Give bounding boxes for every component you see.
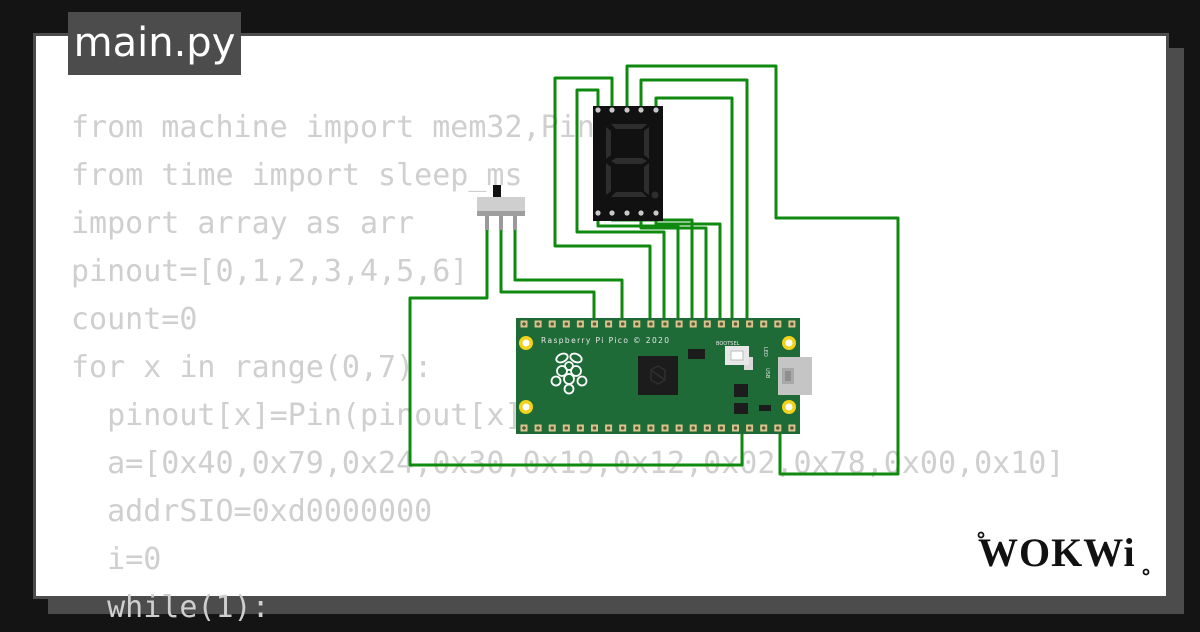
board-pin-hole <box>705 322 710 326</box>
code-line: from machine import mem32,Pin <box>71 110 595 145</box>
segment-dp <box>651 191 659 199</box>
chip-logo-icon <box>650 365 666 385</box>
segment-a <box>611 124 647 129</box>
code-line: import array as arr <box>71 206 415 241</box>
board-brand-text: Raspberry Pi Pico © 2020 <box>541 336 670 345</box>
segment-c <box>644 163 649 195</box>
wire <box>654 214 722 322</box>
wire <box>654 96 734 322</box>
board-pin-hole <box>663 322 667 326</box>
board-pin-hole <box>677 322 681 326</box>
code-line: i=0 <box>71 542 162 577</box>
board-pin-hole <box>550 426 554 430</box>
display-pins-top <box>595 107 659 113</box>
board-pin-hole <box>776 322 780 326</box>
board-pin-hole <box>606 322 611 326</box>
logo-text: WOKWi <box>978 530 1136 575</box>
seven-segment-display <box>593 106 663 221</box>
switch-pin <box>513 216 517 230</box>
segment-f <box>606 127 611 159</box>
wire <box>408 228 744 467</box>
pico-board: Raspberry Pi Pico © 2020 BOOTSEL LED USB <box>516 318 812 434</box>
board-pin-hole <box>761 322 766 326</box>
board-pin-hole <box>536 426 540 430</box>
board-pin-hole <box>649 426 653 430</box>
board-pin-hole <box>578 426 583 430</box>
board-pin-hole <box>747 426 752 430</box>
switch-pin <box>499 216 503 230</box>
board-pin-hole <box>705 426 710 430</box>
board-pin-hole <box>620 426 625 430</box>
board-pin-hole <box>663 426 667 430</box>
code-line: addrSIO=0xd0000000 <box>71 494 433 529</box>
code-preview: from machine import mem32,Pin from time i… <box>71 104 1064 632</box>
board-pin-hole <box>522 322 526 326</box>
display-segments <box>606 124 659 199</box>
wire <box>553 76 652 322</box>
filename-tab[interactable]: main.py <box>68 12 241 75</box>
board-pin-hole <box>790 322 794 326</box>
usb-label: USB <box>764 368 770 379</box>
board-pin-hole <box>592 322 597 326</box>
board-pin-hole <box>747 322 752 326</box>
board-pin-hole <box>550 322 554 326</box>
wire <box>596 214 680 322</box>
code-line: while(1): <box>71 590 270 625</box>
segment-g <box>611 158 647 164</box>
bootsel-label: BOOTSEL <box>716 341 740 347</box>
board-pin-hole <box>649 322 653 326</box>
code-line: for x in range(0,7): <box>71 350 433 385</box>
wire <box>639 78 749 322</box>
board-pin-hole <box>620 322 625 326</box>
display-pins-bottom <box>595 210 659 216</box>
wire <box>610 214 694 322</box>
flash-chip <box>688 349 705 359</box>
code-line: from time import sleep_ms <box>71 158 523 193</box>
switch-pin <box>485 216 489 230</box>
slide-switch[interactable] <box>477 185 525 230</box>
board-pin-hole <box>733 322 738 326</box>
board-pin-hole <box>635 322 639 326</box>
board-pin-hole <box>719 322 724 326</box>
wire <box>625 64 900 476</box>
board-pin-hole <box>691 426 695 430</box>
board-pin-hole <box>536 322 540 326</box>
led-label: LED <box>762 347 768 357</box>
segment-b <box>644 127 649 159</box>
code-line: pinout=[0,1,2,3,4,5,6] <box>71 254 469 289</box>
raspberry-logo-icon <box>550 352 588 395</box>
board-pin-hole <box>677 426 681 430</box>
board-pin-hole <box>578 322 583 326</box>
code-line: count=0 <box>71 302 198 337</box>
board-pin-hole <box>564 322 569 326</box>
board-pin-hole <box>635 426 639 430</box>
board-pins-bottom <box>520 424 796 432</box>
regulator-chip <box>734 384 748 397</box>
wire <box>499 228 596 322</box>
segment-e <box>606 163 611 195</box>
wire <box>575 88 666 322</box>
board-pin-hole <box>719 426 724 430</box>
board-pin-hole <box>691 322 695 326</box>
board-pin-hole <box>761 426 766 430</box>
board-pin-hole <box>592 426 597 430</box>
switch-handle[interactable] <box>493 185 501 198</box>
segment-d <box>611 192 647 197</box>
wokwi-logo: WOKWi <box>977 530 1150 576</box>
wire <box>513 228 624 322</box>
board-pin-hole <box>522 426 526 430</box>
board-pin-hole <box>790 426 794 430</box>
board-pins-top <box>520 320 796 328</box>
board-pin-hole <box>606 426 611 430</box>
board-pin-hole <box>564 426 569 430</box>
board-pin-hole <box>733 426 738 430</box>
board-pin-hole <box>776 426 780 430</box>
